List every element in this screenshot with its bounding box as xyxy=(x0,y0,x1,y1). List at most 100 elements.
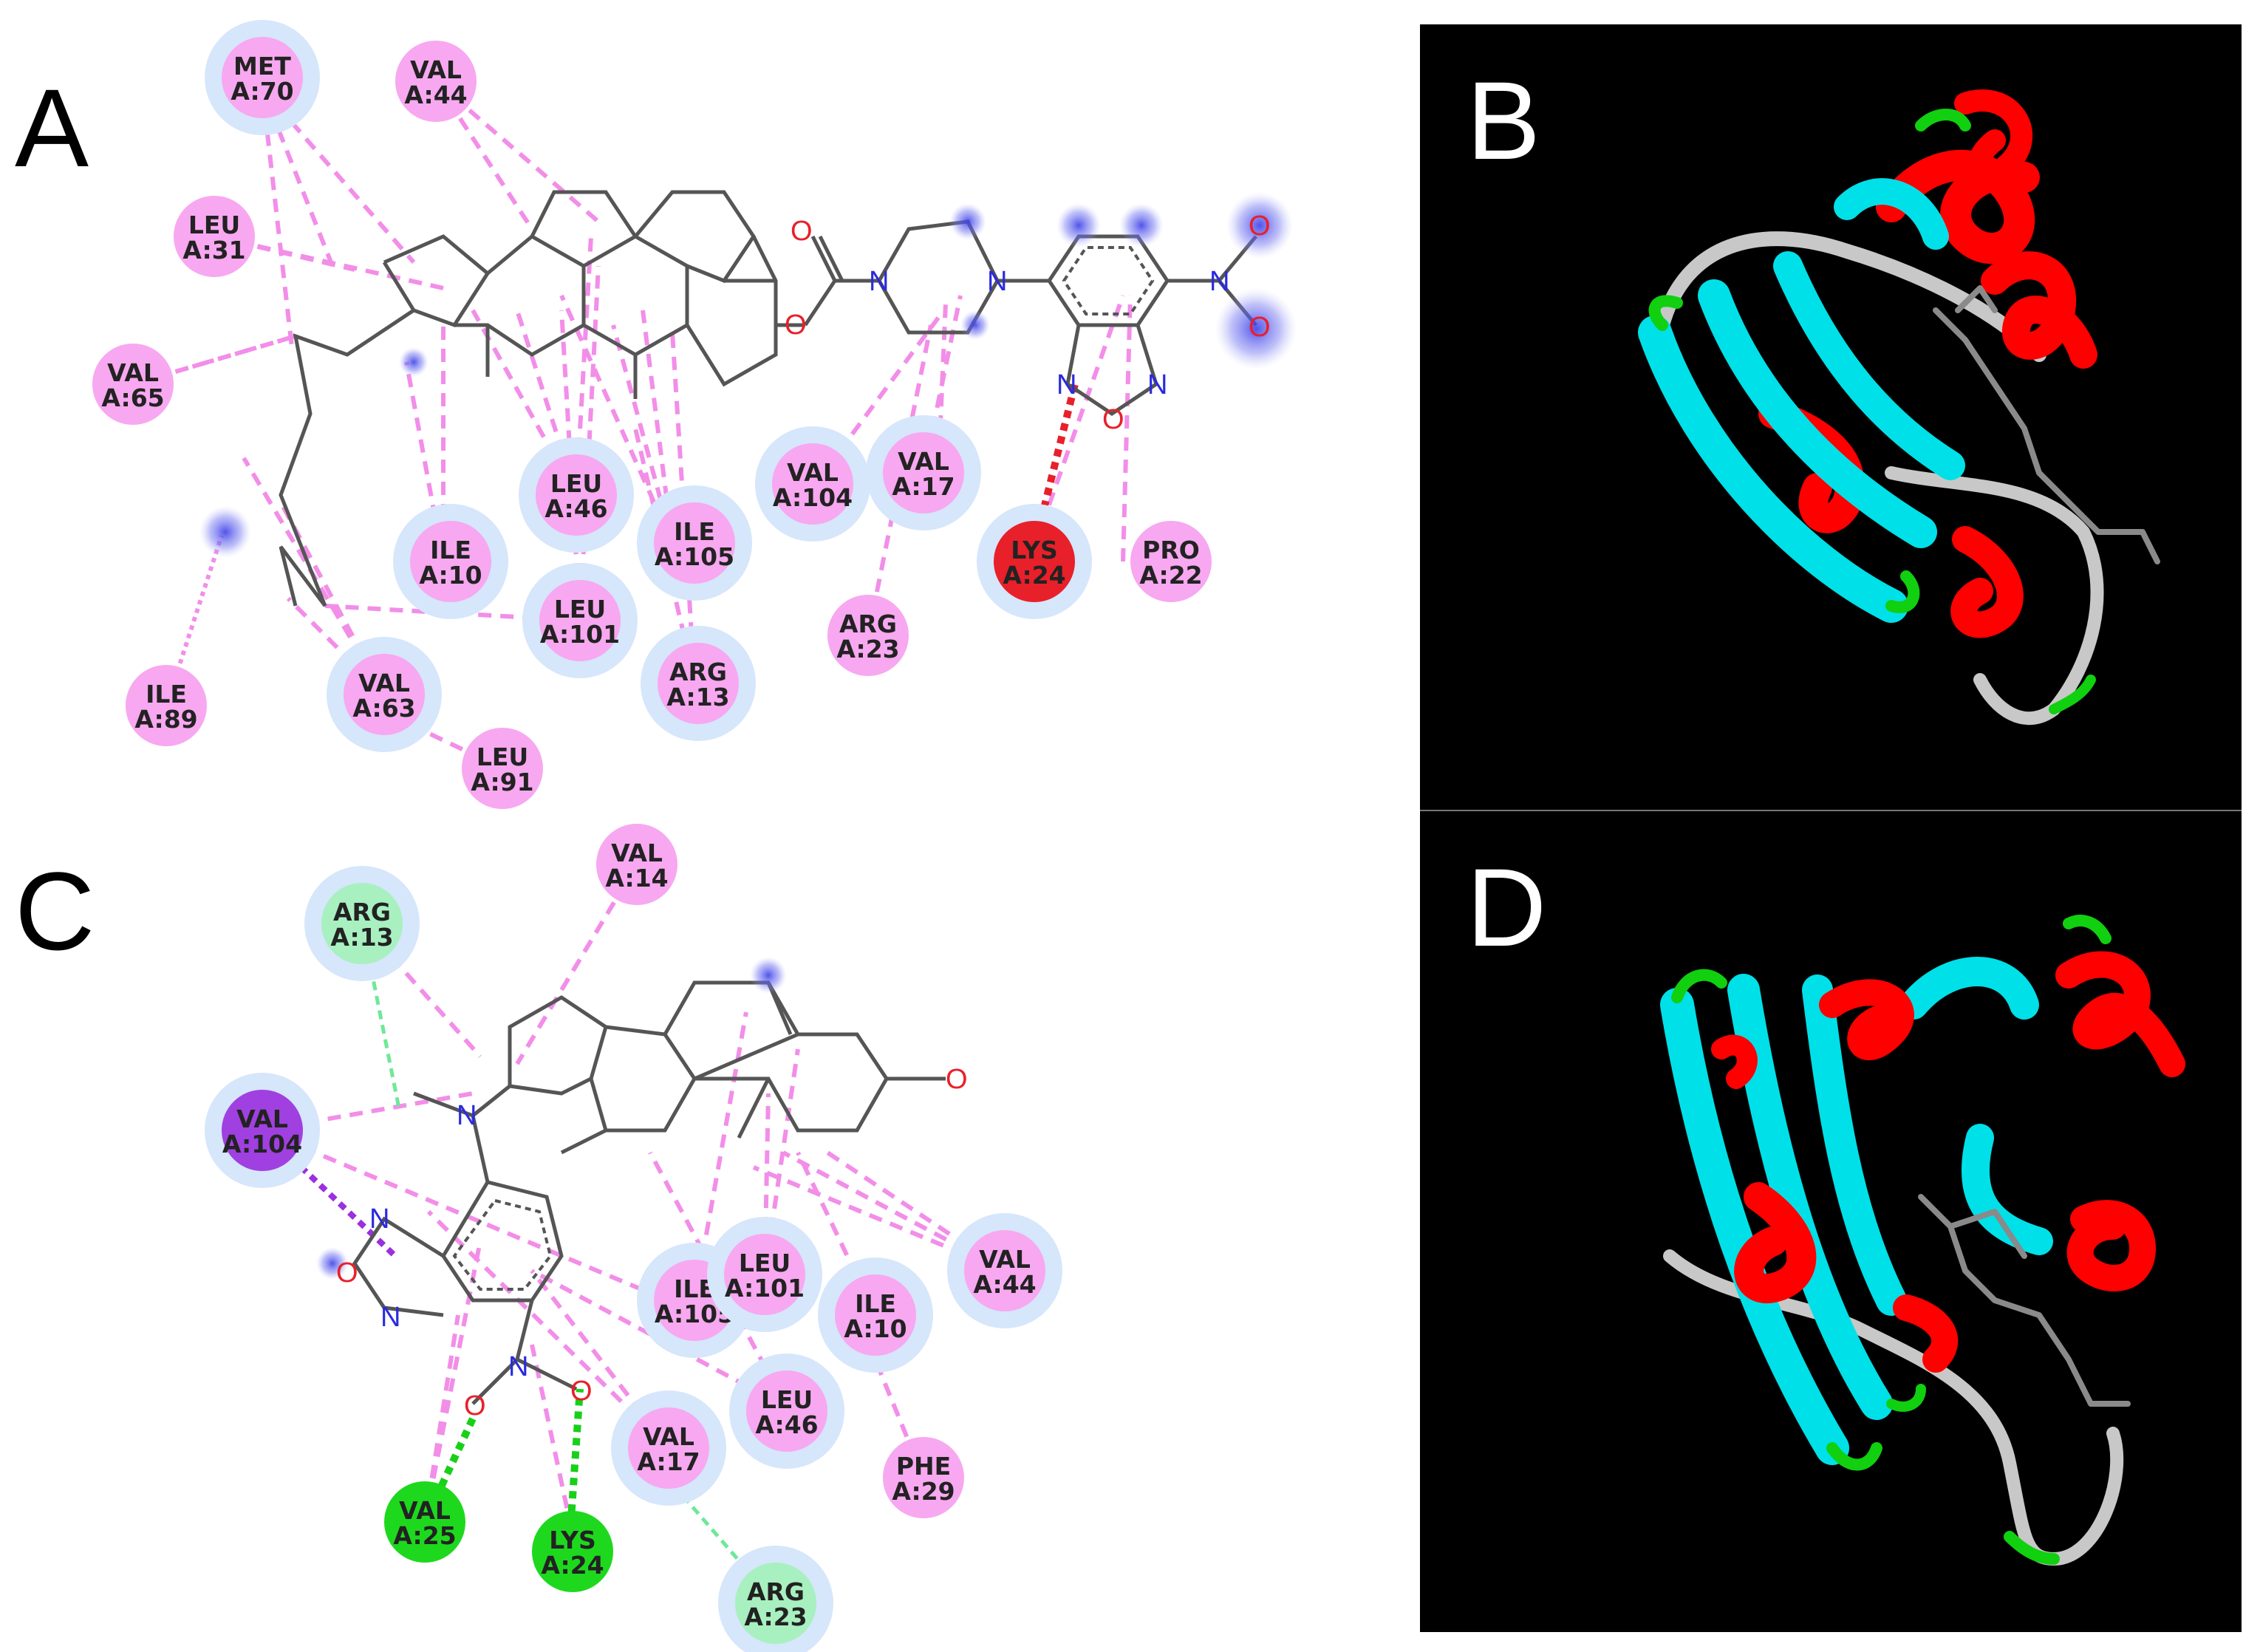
residue-disc xyxy=(384,1481,465,1563)
residue-disc xyxy=(462,728,543,809)
residue-number: A:104 xyxy=(773,483,853,512)
residue-number: A:10 xyxy=(419,561,482,590)
atom-o-nitro-2: O xyxy=(570,1376,593,1407)
atom-o-nitro-1: O xyxy=(464,1390,486,1421)
residue-disc xyxy=(994,521,1075,602)
panel-a-interactions xyxy=(132,79,1133,771)
residue-disc xyxy=(772,443,853,525)
atom-n-amine: N xyxy=(457,1100,477,1131)
residue-disc xyxy=(883,432,964,513)
residue-disc xyxy=(536,454,617,536)
panel-d: D xyxy=(1420,810,2242,1632)
residue-name: LEU xyxy=(477,743,528,771)
residue-disc xyxy=(964,1230,1045,1311)
residue-number: A:44 xyxy=(973,1270,1036,1299)
residue-name: PHE xyxy=(896,1452,951,1481)
residue-number: A:89 xyxy=(134,705,197,734)
residue-number: A:13 xyxy=(330,923,393,952)
residue-disc xyxy=(628,1407,709,1489)
residue-disc xyxy=(658,643,739,724)
residue-name: VAL xyxy=(107,358,159,387)
residue-number: A:23 xyxy=(744,1602,807,1631)
residue-disc xyxy=(539,580,621,661)
residue-disc xyxy=(724,1234,805,1315)
residue-disc xyxy=(746,1371,827,1452)
atom-n-nitro: N xyxy=(508,1351,528,1382)
residue-name: ARG xyxy=(747,1577,805,1606)
atom-n-oxadiazole-1: N xyxy=(1056,369,1076,400)
residue-disc xyxy=(344,654,425,735)
residue-number: A:24 xyxy=(541,1551,604,1580)
residue-number: A:24 xyxy=(1003,561,1065,590)
residue-name: LEU xyxy=(550,469,602,498)
residue-name: ARG xyxy=(669,658,727,686)
residue-name: LEU xyxy=(739,1249,791,1277)
residue-name: VAL xyxy=(979,1245,1031,1274)
residue-name: LEU xyxy=(761,1385,813,1414)
residue-number: A:17 xyxy=(637,1447,700,1476)
panel-d-letter: D xyxy=(1467,845,1546,969)
residue-number: A:22 xyxy=(1139,561,1202,590)
residue-number: A:13 xyxy=(666,683,729,711)
residue-name: ILE xyxy=(430,536,471,564)
residue-name: VAL xyxy=(643,1422,694,1451)
residue-number: A:104 xyxy=(222,1130,302,1158)
residue-number: A:25 xyxy=(393,1521,456,1550)
residue-number: A:17 xyxy=(892,472,955,501)
residue-number: A:101 xyxy=(725,1274,805,1303)
residue-name: LYS xyxy=(1011,536,1058,564)
residue-name: ILE xyxy=(674,517,715,546)
residue-number: A:23 xyxy=(836,635,899,663)
residue-number: A:14 xyxy=(605,864,668,892)
residue-disc xyxy=(174,196,255,277)
panel-a-aromatic-ring xyxy=(1062,246,1155,315)
residue-disc xyxy=(596,824,677,905)
panel-b-ribbon xyxy=(1638,89,2160,726)
residue-number: A:46 xyxy=(544,494,607,523)
residue-number: A:63 xyxy=(352,694,415,723)
atom-o-oxadiazole: O xyxy=(1102,404,1124,435)
residue-number: A:29 xyxy=(892,1477,955,1506)
atom-o-carbonyl: O xyxy=(791,216,813,247)
atom-n-piperazine-2: N xyxy=(987,266,1007,297)
residue-name: MET xyxy=(233,52,291,81)
residue-disc xyxy=(321,883,403,964)
panel-a-ligand xyxy=(279,190,1257,607)
atom-o-nitro-2: O xyxy=(1249,312,1271,343)
residue-name: VAL xyxy=(611,839,663,867)
panel-b-letter: B xyxy=(1467,58,1540,182)
panel-c: C xyxy=(15,824,1062,1652)
residue-name: ARG xyxy=(333,898,391,926)
residue-number: A:91 xyxy=(471,768,533,796)
atom-n-oxadiazole-1: N xyxy=(369,1204,389,1235)
atom-o-ester: O xyxy=(785,310,807,341)
residue-number: A:44 xyxy=(404,81,467,109)
residue-number: A:10 xyxy=(844,1314,907,1343)
residue-name: VAL xyxy=(898,447,949,476)
residue-number: A:70 xyxy=(231,77,293,106)
panel-a-letter: A xyxy=(15,66,89,190)
residue-name: ILE xyxy=(146,680,187,709)
panel-a: A xyxy=(15,20,1297,809)
residue-disc xyxy=(827,595,909,676)
residue-name: VAL xyxy=(236,1105,288,1133)
